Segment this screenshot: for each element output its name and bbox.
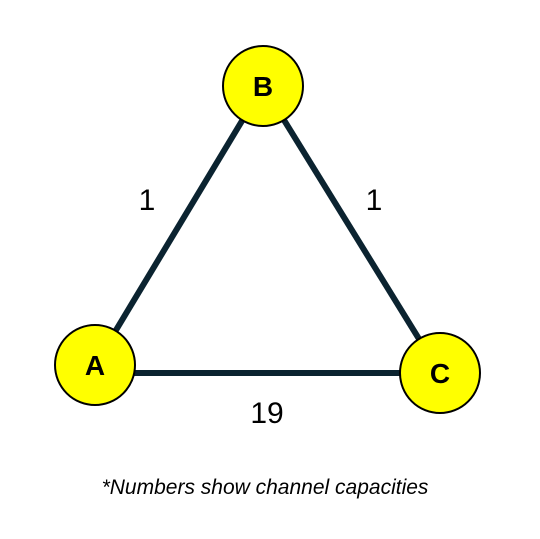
node-c-circle (399, 332, 481, 414)
node-a-label: A (85, 350, 105, 381)
footnote: *Numbers show channel capacities (102, 476, 429, 499)
edge-a-c-capacity: 19 (250, 397, 283, 430)
edge-a-b (92, 84, 266, 367)
node-b-circle (222, 45, 304, 127)
node-a-circle (54, 324, 136, 406)
edge-b-c (260, 84, 443, 375)
node-b: B (222, 45, 304, 127)
node-b-label: B (253, 71, 273, 102)
node-c-label: C (430, 358, 450, 389)
edge-a-b-capacity: 1 (139, 184, 156, 217)
node-c: C (399, 332, 481, 414)
edge-b-c-capacity: 1 (366, 184, 383, 217)
node-a: A (54, 324, 136, 406)
